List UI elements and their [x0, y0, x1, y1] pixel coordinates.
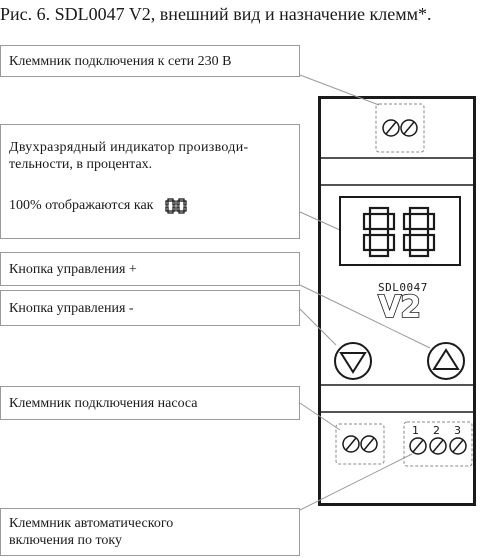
- callout-pump-terminal: Клеммник подключения насоса: [0, 386, 300, 420]
- leader-pump: [299, 402, 341, 431]
- leader-plus: [299, 284, 431, 349]
- auto-terminal-block: [403, 421, 473, 467]
- segment-f: [362, 212, 372, 231]
- segment-a: [368, 206, 390, 216]
- up-triangle-icon: [432, 348, 460, 370]
- segment-g: [408, 227, 430, 237]
- callout-minus-text: Кнопка управления -: [9, 300, 134, 316]
- callout-button-minus: Кнопка управления -: [0, 290, 300, 326]
- callout-auto-line2: включения по току: [9, 533, 123, 548]
- leader-minus: [299, 308, 337, 346]
- segment-a: [167, 198, 174, 202]
- segment-f: [176, 200, 180, 206]
- segment-f: [402, 212, 412, 231]
- segment-d: [368, 248, 390, 258]
- segment-e: [402, 233, 412, 252]
- callout-indicator-line2: тельности, в процентах.: [9, 157, 153, 172]
- auto-screw-icons: [409, 437, 467, 455]
- segment-c: [386, 233, 396, 252]
- segment-b: [172, 200, 176, 206]
- terminal-number-1: 1: [412, 424, 419, 437]
- terminal-number-3: 3: [454, 424, 461, 437]
- plus-button[interactable]: [427, 342, 465, 380]
- pump-screw-icons: [342, 435, 378, 453]
- segment-f: [165, 200, 169, 206]
- callout-button-plus: Кнопка управления +: [0, 252, 300, 286]
- segment-d: [408, 248, 430, 258]
- callout-indicator: Двухразрядный индикатор производи- тельн…: [0, 124, 300, 239]
- callout-auto-terminal: Клеммник автоматического включения по то…: [0, 508, 300, 556]
- model-label-small: SDL0047: [378, 281, 428, 294]
- minus-button[interactable]: [334, 342, 372, 380]
- segment-a: [178, 198, 185, 202]
- display-digits: [362, 206, 436, 258]
- callout-indicator-line1: Двухразрядный индикатор производи-: [9, 140, 249, 155]
- leader-mains: [299, 74, 380, 106]
- display-window: [339, 196, 461, 266]
- segment-d: [178, 210, 185, 214]
- segment-b: [183, 200, 187, 206]
- leader-auto: [299, 453, 413, 511]
- callout-auto-line1: Клеммник автоматического: [9, 516, 174, 531]
- segment-c: [172, 206, 176, 212]
- mini-display-icon: [165, 198, 187, 214]
- callout-pump-text: Клеммник подключения насоса: [9, 395, 198, 411]
- callout-mains-terminal: Клеммник подключения к сети 230 В: [0, 45, 300, 77]
- segment-g: [368, 227, 390, 237]
- segment-b: [426, 212, 436, 231]
- mains-screw-icons: [382, 119, 418, 137]
- callout-indicator-note-row: 100% отображаются как: [9, 197, 291, 214]
- callout-plus-text: Кнопка управления +: [9, 261, 137, 277]
- mains-terminal-block: [375, 103, 425, 153]
- segment-e: [362, 233, 372, 252]
- segment-b: [386, 212, 396, 231]
- model-label-big: V2: [377, 289, 422, 326]
- segment-e: [165, 206, 169, 212]
- terminal-number-2: 2: [433, 424, 440, 437]
- segment-c: [183, 206, 187, 212]
- down-triangle-icon: [339, 352, 367, 374]
- leader-indicator: [299, 211, 341, 231]
- segment-d: [167, 210, 174, 214]
- device-body: [318, 96, 476, 506]
- segment-a: [408, 206, 430, 216]
- callout-indicator-note: 100% отображаются как: [9, 198, 154, 213]
- segment-c: [426, 233, 436, 252]
- figure-caption: Рис. 6. SDL0047 V2, внешний вид и назнач…: [0, 4, 432, 24]
- callout-mains-text: Клеммник подключения к сети 230 В: [9, 53, 232, 69]
- segment-e: [176, 206, 180, 212]
- pump-terminal-block: [335, 423, 385, 465]
